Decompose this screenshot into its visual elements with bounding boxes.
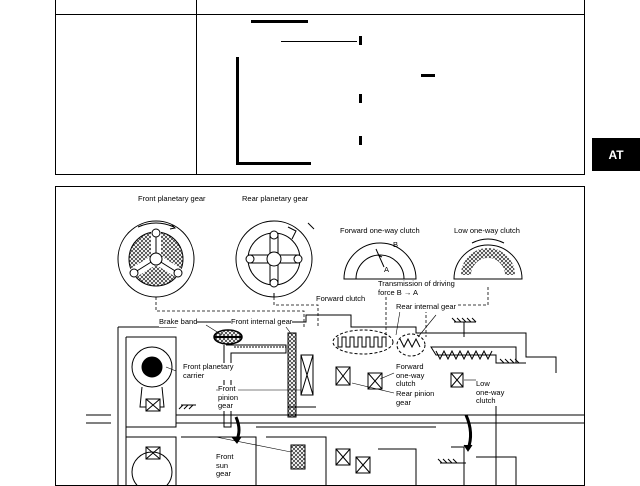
pattern-bar — [421, 74, 435, 77]
label-low-one-way-clutch: Low one-way clutch — [476, 379, 505, 406]
label-front-planetary-gear: Front planetary gear — [138, 194, 206, 204]
label-forward-one-way-clutch-top: Forward one-way clutch — [340, 226, 420, 236]
label-front-internal-gear: Front internal gear — [231, 317, 293, 327]
ground-symbols — [178, 317, 526, 464]
label-rear-planetary-gear: Rear planetary gear — [242, 194, 309, 204]
low-one-way-clutch-icon — [453, 238, 523, 280]
pattern-bar — [236, 162, 311, 165]
section-tab-at: AT — [592, 138, 640, 171]
pattern-bar — [359, 136, 362, 145]
label-letter-b: B — [393, 240, 399, 249]
label-front-sun-gear: Front sun gear — [216, 452, 234, 479]
label-brake-band: Brake band — [159, 317, 198, 327]
diagram-drawing — [86, 220, 584, 485]
table-column-divider — [196, 0, 197, 174]
label-transmission-driving-force: Transmission of driving force B → A — [378, 279, 455, 297]
rear-planetary-gear-icon — [235, 220, 315, 298]
label-forward-clutch: Forward clutch — [316, 294, 366, 304]
pattern-bar — [251, 20, 308, 23]
pattern-bar — [359, 94, 362, 103]
table-header-divider — [56, 14, 584, 15]
section-tab-label: AT — [608, 147, 624, 162]
label-forward-one-way-clutch: Forward one-way clutch — [396, 362, 425, 389]
top-table — [55, 0, 585, 175]
label-letter-a: A — [384, 265, 390, 274]
pattern-bar — [236, 57, 239, 165]
label-low-one-way-clutch-top: Low one-way clutch — [454, 226, 520, 236]
pattern-bar — [281, 41, 357, 42]
label-rear-internal-gear: Rear internal gear — [396, 302, 457, 312]
pattern-bar — [359, 36, 362, 45]
planetary-gear-diagram: Front planetary gear Rear planetary gear… — [55, 186, 585, 486]
forward-one-way-clutch-icon — [343, 242, 417, 280]
label-front-pinion-gear: Front pinion gear — [218, 384, 239, 411]
front-planetary-gear-icon — [117, 220, 195, 298]
label-front-planetary-carrier: Front planetary carrier — [183, 362, 234, 380]
label-rear-pinion-gear: Rear pinion gear — [396, 389, 435, 407]
